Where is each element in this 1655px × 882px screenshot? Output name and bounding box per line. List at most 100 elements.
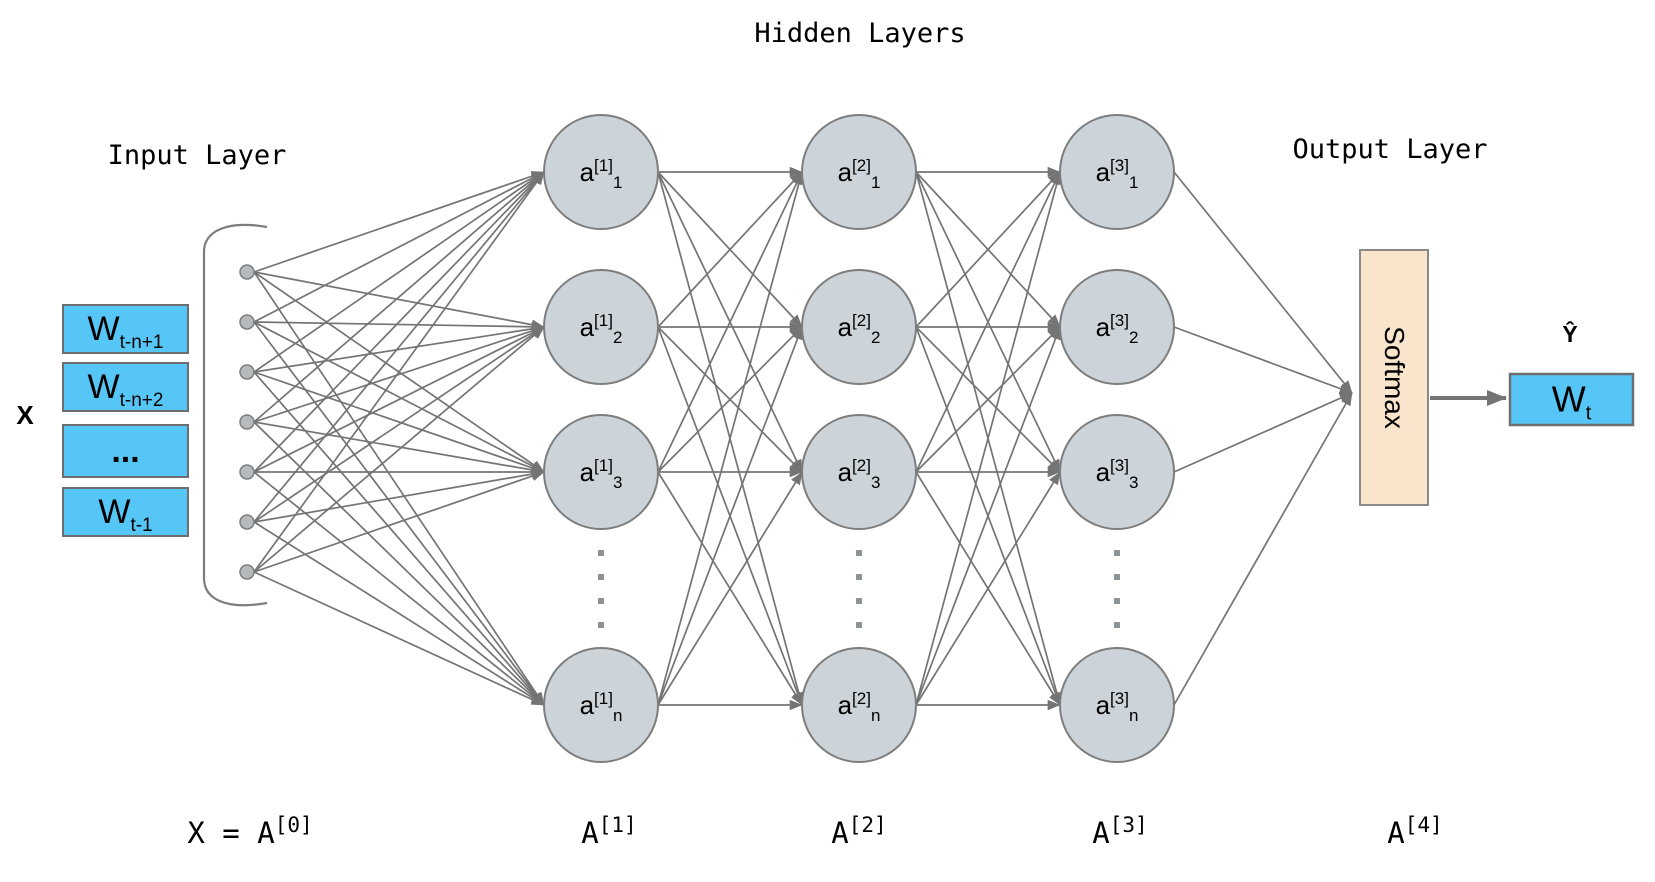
connection-line [253, 471, 545, 706]
connection-line [915, 171, 1061, 328]
ellipsis-dot [856, 622, 862, 628]
hidden-node-label: a[1]1 [580, 156, 623, 192]
input-word-boxes: Wt-n+1Wt-n+2... Wt-1 [62, 304, 189, 537]
connection-lines [253, 166, 1353, 711]
hidden-node [543, 269, 659, 385]
connection-line [253, 271, 545, 330]
connection-line [253, 171, 545, 423]
layer-notation-label: A[1] [581, 813, 636, 850]
ellipsis-dot [598, 622, 604, 628]
output-word-box [1508, 372, 1635, 427]
connection-line [253, 171, 545, 523]
input-node [239, 514, 255, 530]
connection-line [915, 171, 1061, 473]
hidden-node [1059, 114, 1175, 230]
layer-notation-label: A[2] [831, 813, 886, 850]
hidden-node-label: a[3]2 [1096, 311, 1139, 347]
connection-line [1173, 392, 1353, 706]
label-y-hat: Ŷ [1562, 320, 1577, 347]
connection-line [1173, 326, 1353, 394]
softmax-label: Softmax [1379, 326, 1410, 429]
connection-line [253, 323, 545, 373]
softmax-block: Softmax [1359, 249, 1429, 506]
hidden-node-label: a[2]n [838, 689, 881, 725]
title-hidden-layers: Hidden Layers [754, 18, 965, 49]
connection-line [1173, 392, 1353, 473]
input-node [239, 564, 255, 580]
ellipsis-dot [598, 574, 604, 580]
input-word-label: ... [111, 432, 139, 470]
ellipsis-dot [1114, 598, 1120, 604]
ellipsis-dot [1114, 574, 1120, 580]
hidden-node-label: a[1]2 [580, 311, 623, 347]
label-input-layer: Input Layer [108, 140, 287, 171]
ellipsis-dot [1114, 550, 1120, 556]
input-node [239, 314, 255, 330]
input-node [239, 264, 255, 280]
connection-line [253, 371, 545, 706]
softmax-box [1359, 249, 1429, 506]
hidden-node-label: a[1]3 [580, 456, 623, 492]
ellipsis-dot [856, 574, 862, 580]
connection-line [253, 321, 545, 473]
connection-line [253, 171, 545, 473]
hidden-layer-nodes: a[1]1a[1]2a[1]3a[1]na[2]1a[2]2a[2]3a[2]n… [543, 114, 1175, 763]
input-word-label: Wt-n+1 [88, 310, 164, 353]
input-word-box [62, 424, 189, 478]
connection-line [253, 171, 545, 373]
label-output-layer: Output Layer [1292, 134, 1487, 165]
label-x-vector: X [16, 400, 34, 430]
connection-line [253, 271, 545, 706]
connection-line [253, 326, 545, 573]
layer-notation-label: A[3] [1092, 813, 1147, 850]
input-word-box [62, 362, 189, 412]
layer-notation-label: X = A[0] [187, 813, 312, 850]
connection-line [657, 471, 803, 706]
connection-line [253, 471, 545, 573]
connection-line [253, 371, 545, 473]
connection-line [253, 171, 545, 273]
hidden-node [543, 414, 659, 530]
ellipsis-dot [598, 598, 604, 604]
connection-line [253, 171, 545, 323]
connection-line [253, 326, 545, 523]
output-block: Wt [1430, 372, 1635, 427]
connection-line [253, 171, 545, 573]
layer-notation-labels: X = A[0]A[1]A[2]A[3]A[4] [187, 813, 1442, 850]
hidden-node [543, 114, 659, 230]
input-word-box [62, 487, 189, 537]
ellipsis-dot [598, 550, 604, 556]
connection-line [657, 326, 803, 473]
hidden-node [1059, 647, 1175, 763]
hidden-node-label: a[2]2 [838, 311, 881, 347]
input-nodes [239, 264, 255, 580]
hidden-node [801, 414, 917, 530]
connection-line [253, 326, 545, 473]
input-word-box [62, 304, 189, 354]
hidden-node [1059, 414, 1175, 530]
connection-line [253, 321, 545, 332]
input-node [239, 414, 255, 430]
connection-line [915, 326, 1061, 706]
input-node [239, 464, 255, 480]
ellipsis-dot [1114, 622, 1120, 628]
hidden-node [1059, 269, 1175, 385]
hidden-node-label: a[2]1 [838, 156, 881, 192]
connection-line [1173, 171, 1353, 394]
connection-line [253, 421, 545, 706]
connection-line [915, 171, 1062, 706]
input-word-label: Wt-n+2 [88, 368, 164, 411]
hidden-node-label: a[3]1 [1096, 156, 1139, 192]
connection-line [657, 171, 803, 473]
connection-line [657, 171, 804, 706]
input-node [239, 364, 255, 380]
connection-line [253, 325, 545, 423]
hidden-node-label: a[1]n [580, 689, 623, 725]
ellipsis-dot [856, 550, 862, 556]
hidden-node-label: a[3]n [1096, 689, 1139, 725]
hidden-node-label: a[3]3 [1096, 456, 1139, 492]
input-word-label: Wt-1 [98, 493, 152, 536]
connection-line [253, 571, 545, 706]
